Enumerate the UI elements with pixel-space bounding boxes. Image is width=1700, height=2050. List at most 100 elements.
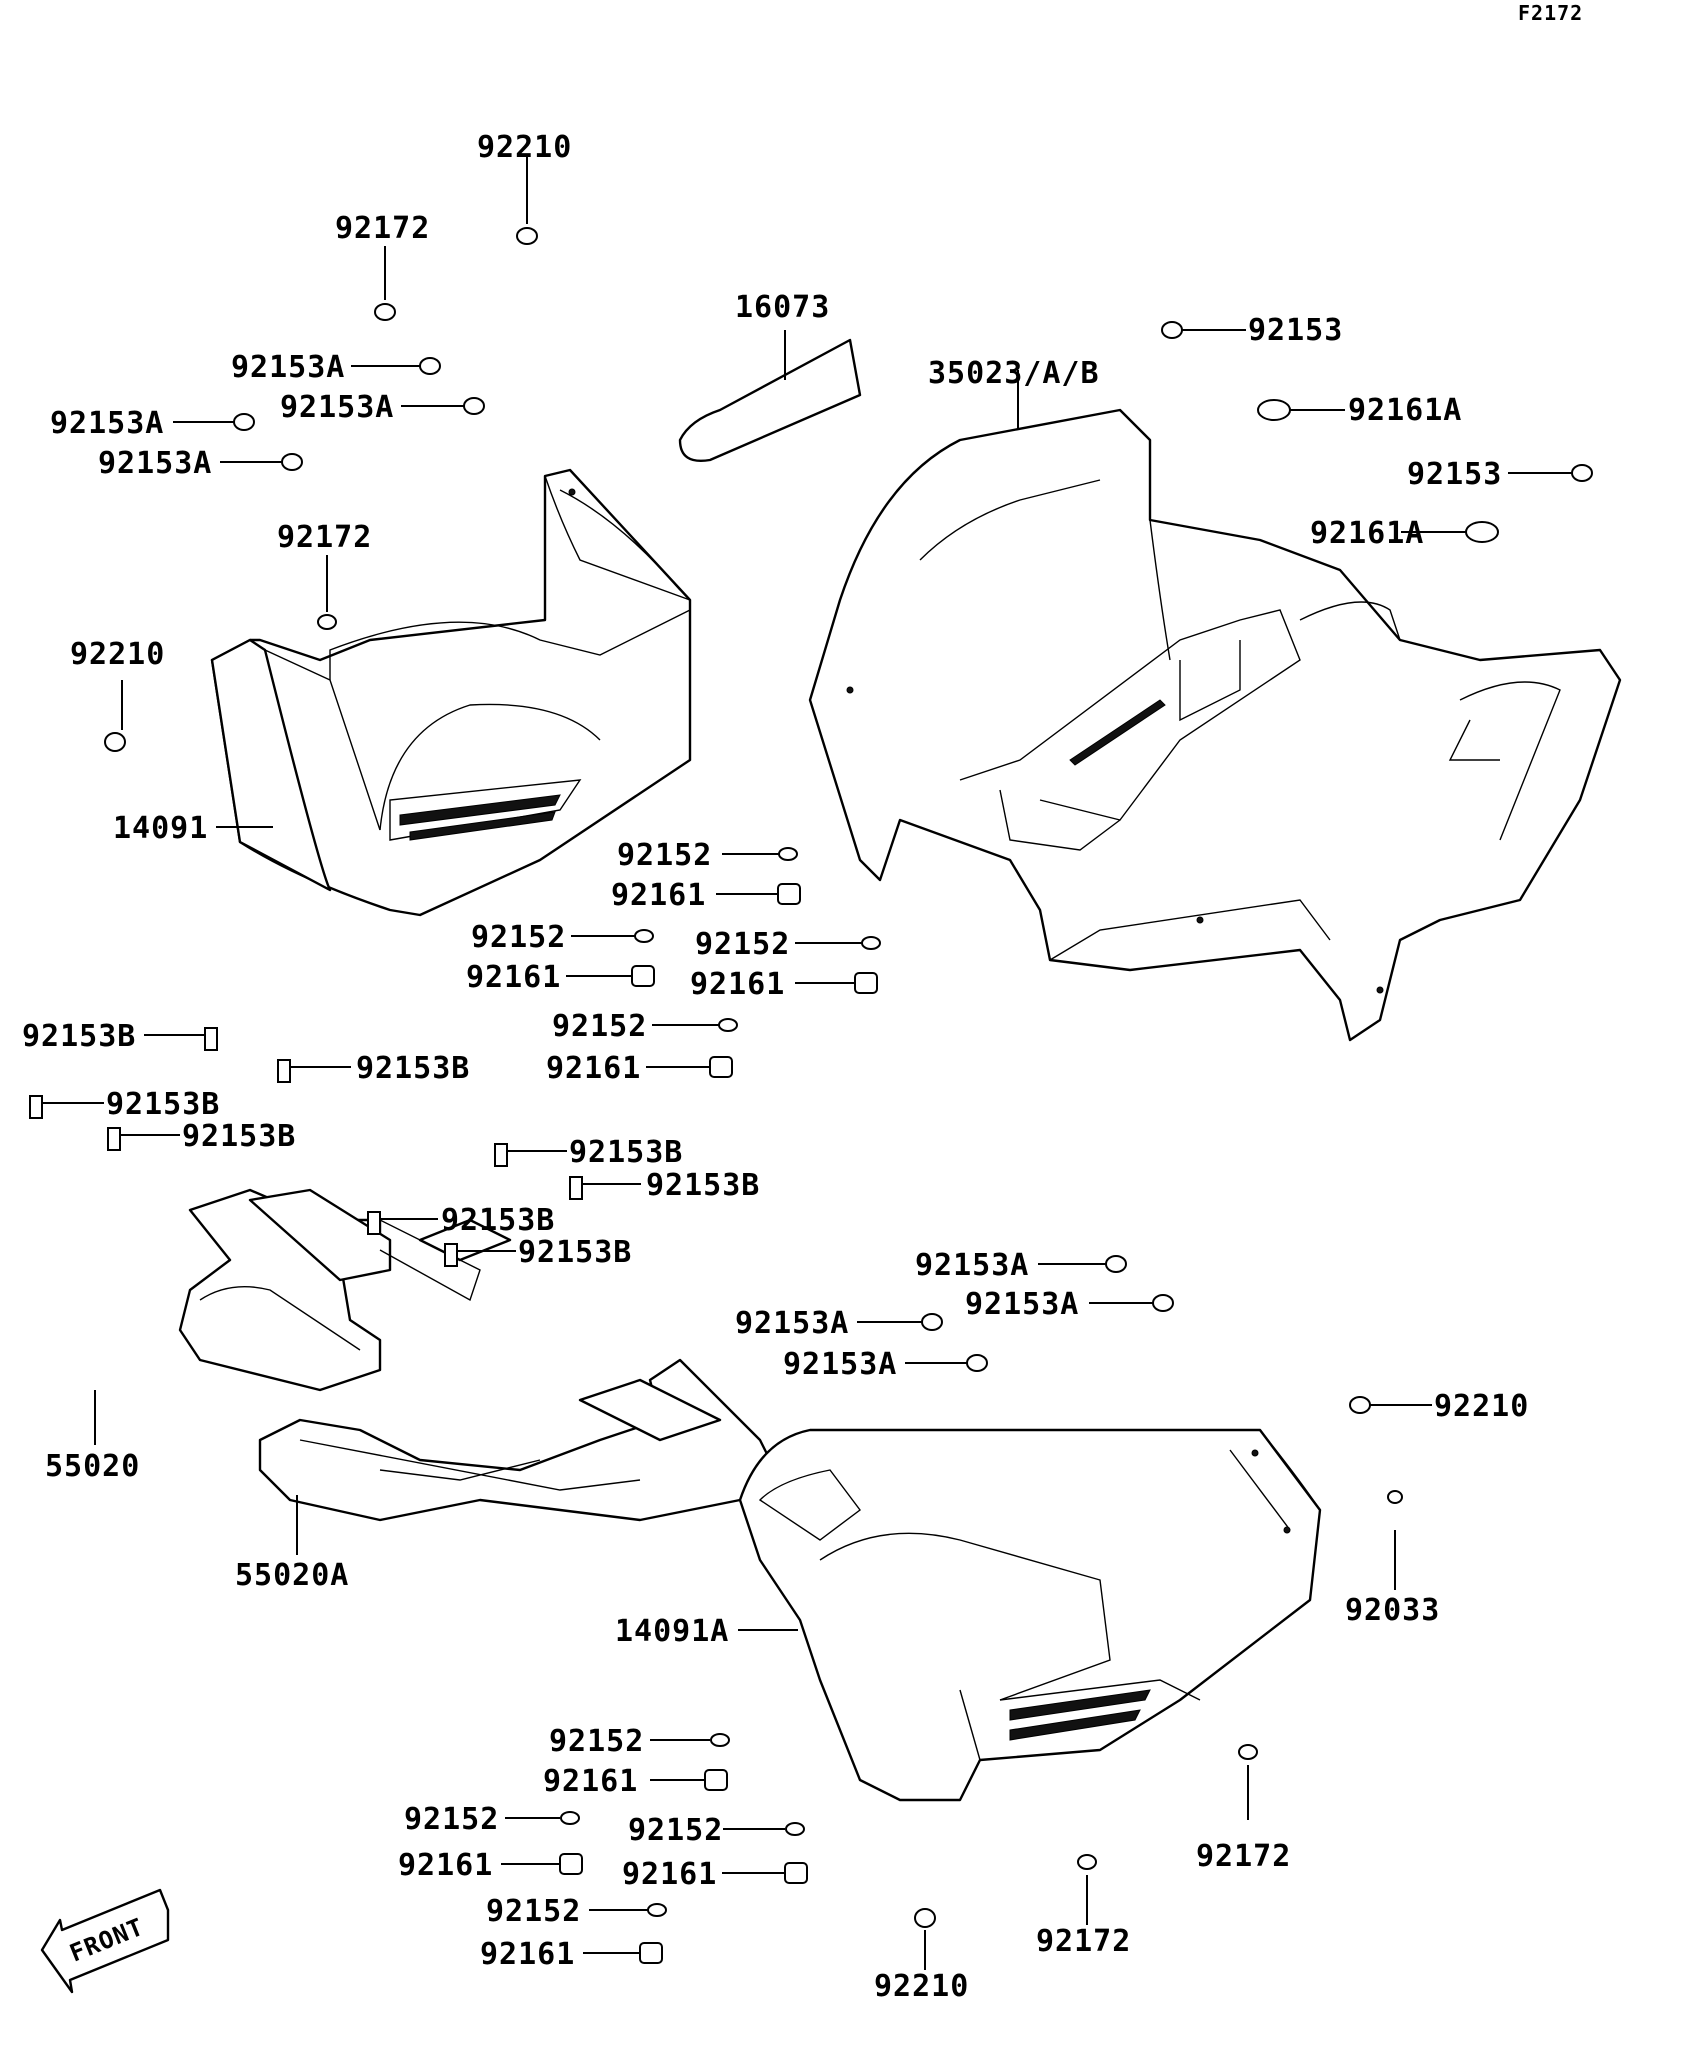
- washer-icon: [634, 929, 654, 943]
- callout-label[interactable]: 92153B: [182, 1119, 296, 1154]
- callout-label[interactable]: 92161: [622, 1857, 717, 1892]
- callout-label[interactable]: 92161A: [1348, 393, 1462, 428]
- callout-label[interactable]: 92153B: [569, 1135, 683, 1170]
- screw-icon: [1161, 321, 1183, 339]
- callout-label[interactable]: 92152: [404, 1802, 499, 1837]
- screw-icon: [921, 1313, 943, 1331]
- callout-label[interactable]: 92153A: [280, 390, 394, 425]
- callout-label[interactable]: 92161A: [1310, 516, 1424, 551]
- callout-label[interactable]: 92172: [277, 520, 372, 555]
- front-fender-right-part[interactable]: [738, 1428, 1322, 1802]
- callout-label[interactable]: 92153A: [231, 350, 345, 385]
- washer-icon: [560, 1811, 580, 1825]
- callout-label[interactable]: 92172: [1036, 1924, 1131, 1959]
- bolt-icon: [204, 1027, 218, 1051]
- callout-label[interactable]: 92153B: [441, 1203, 555, 1238]
- callout-label[interactable]: 92210: [70, 637, 165, 672]
- screw-icon: [374, 303, 396, 321]
- callout-labels: 92210 92172 16073 92153 35023/A/B 92161A…: [22, 130, 1529, 2004]
- front-direction-indicator: FRONT: [40, 1888, 170, 1994]
- callout-label[interactable]: 92153A: [783, 1347, 897, 1382]
- callout-label[interactable]: 92210: [1434, 1389, 1529, 1424]
- grommet-icon: [777, 883, 801, 905]
- screw-icon: [419, 357, 441, 375]
- screw-icon: [1571, 464, 1593, 482]
- callout-label[interactable]: 55020A: [235, 1558, 349, 1593]
- screw-icon: [1105, 1255, 1127, 1273]
- washer-icon: [718, 1018, 738, 1032]
- callout-label[interactable]: 92161: [543, 1764, 638, 1799]
- callout-label[interactable]: 92153B: [106, 1087, 220, 1122]
- grommet-icon: [639, 1942, 663, 1964]
- footrest-right-part[interactable]: [258, 1358, 782, 1522]
- bolt-icon: [277, 1059, 291, 1083]
- cap-icon: [1465, 521, 1499, 543]
- grommet-icon: [631, 965, 655, 987]
- bolt-icon: [494, 1143, 508, 1167]
- rivet-icon: [1387, 1490, 1403, 1504]
- washer-icon: [710, 1733, 730, 1747]
- callout-label[interactable]: 92172: [1196, 1839, 1291, 1874]
- callout-label[interactable]: 92152: [628, 1813, 723, 1848]
- callout-label[interactable]: 92153A: [98, 446, 212, 481]
- callout-label[interactable]: 92152: [549, 1724, 644, 1759]
- callout-label[interactable]: 92152: [617, 838, 712, 873]
- callout-label[interactable]: 92153: [1407, 457, 1502, 492]
- callout-label[interactable]: 92152: [471, 920, 566, 955]
- grommet-icon: [709, 1056, 733, 1078]
- callout-label[interactable]: 92152: [552, 1009, 647, 1044]
- screw-icon: [1238, 1744, 1258, 1760]
- bolt-icon: [569, 1176, 583, 1200]
- callout-label[interactable]: 92153B: [646, 1168, 760, 1203]
- cap-icon: [1257, 399, 1291, 421]
- callout-label[interactable]: 92153A: [965, 1287, 1079, 1322]
- figure-code: F2172: [1518, 1, 1583, 25]
- callout-label[interactable]: 92153B: [518, 1235, 632, 1270]
- callout-label[interactable]: 14091: [113, 811, 208, 846]
- callout-label[interactable]: 92161: [398, 1848, 493, 1883]
- screw-icon: [966, 1354, 988, 1372]
- leader-lines: [40, 156, 1572, 1970]
- bolt-icon: [444, 1243, 458, 1267]
- bolt-icon: [107, 1127, 121, 1151]
- callout-label[interactable]: 92153A: [50, 406, 164, 441]
- callout-label[interactable]: 35023/A/B: [928, 356, 1100, 391]
- callout-label[interactable]: 92210: [874, 1969, 969, 2004]
- callout-label[interactable]: 92161: [546, 1051, 641, 1086]
- screw-icon: [1152, 1294, 1174, 1312]
- callout-label[interactable]: 92033: [1345, 1593, 1440, 1628]
- callout-label[interactable]: 92153A: [735, 1306, 849, 1341]
- callout-label[interactable]: 92210: [477, 130, 572, 165]
- screw-icon: [516, 227, 538, 245]
- grommet-icon: [784, 1862, 808, 1884]
- callout-label[interactable]: 55020: [45, 1449, 140, 1484]
- callout-label[interactable]: 92161: [480, 1937, 575, 1972]
- decal-part[interactable]: [678, 338, 862, 462]
- callout-label[interactable]: 92152: [486, 1894, 581, 1929]
- callout-label[interactable]: 92153: [1248, 313, 1343, 348]
- screw-icon: [463, 397, 485, 415]
- hardware: [29, 227, 1593, 1964]
- callout-label[interactable]: 92172: [335, 211, 430, 246]
- grommet-icon: [704, 1769, 728, 1791]
- callout-label[interactable]: 92161: [690, 967, 785, 1002]
- callout-label[interactable]: 92153B: [356, 1051, 470, 1086]
- callout-label[interactable]: 14091A: [615, 1614, 729, 1649]
- callout-label[interactable]: 92161: [466, 960, 561, 995]
- washer-icon: [647, 1903, 667, 1917]
- screw-icon: [317, 614, 337, 630]
- callout-label[interactable]: 16073: [735, 290, 830, 325]
- screw-icon: [281, 453, 303, 471]
- callout-label[interactable]: 92152: [695, 927, 790, 962]
- washer-icon: [778, 847, 798, 861]
- footrest-left-part[interactable]: [178, 1188, 512, 1392]
- bolt-icon: [367, 1211, 381, 1235]
- callout-label[interactable]: 92153B: [22, 1019, 136, 1054]
- callout-label[interactable]: 92153A: [915, 1248, 1029, 1283]
- grommet-icon: [854, 972, 878, 994]
- callout-label[interactable]: 92161: [611, 878, 706, 913]
- screw-icon: [233, 413, 255, 431]
- rear-fender-part[interactable]: [808, 408, 1622, 1042]
- grommet-icon: [559, 1853, 583, 1875]
